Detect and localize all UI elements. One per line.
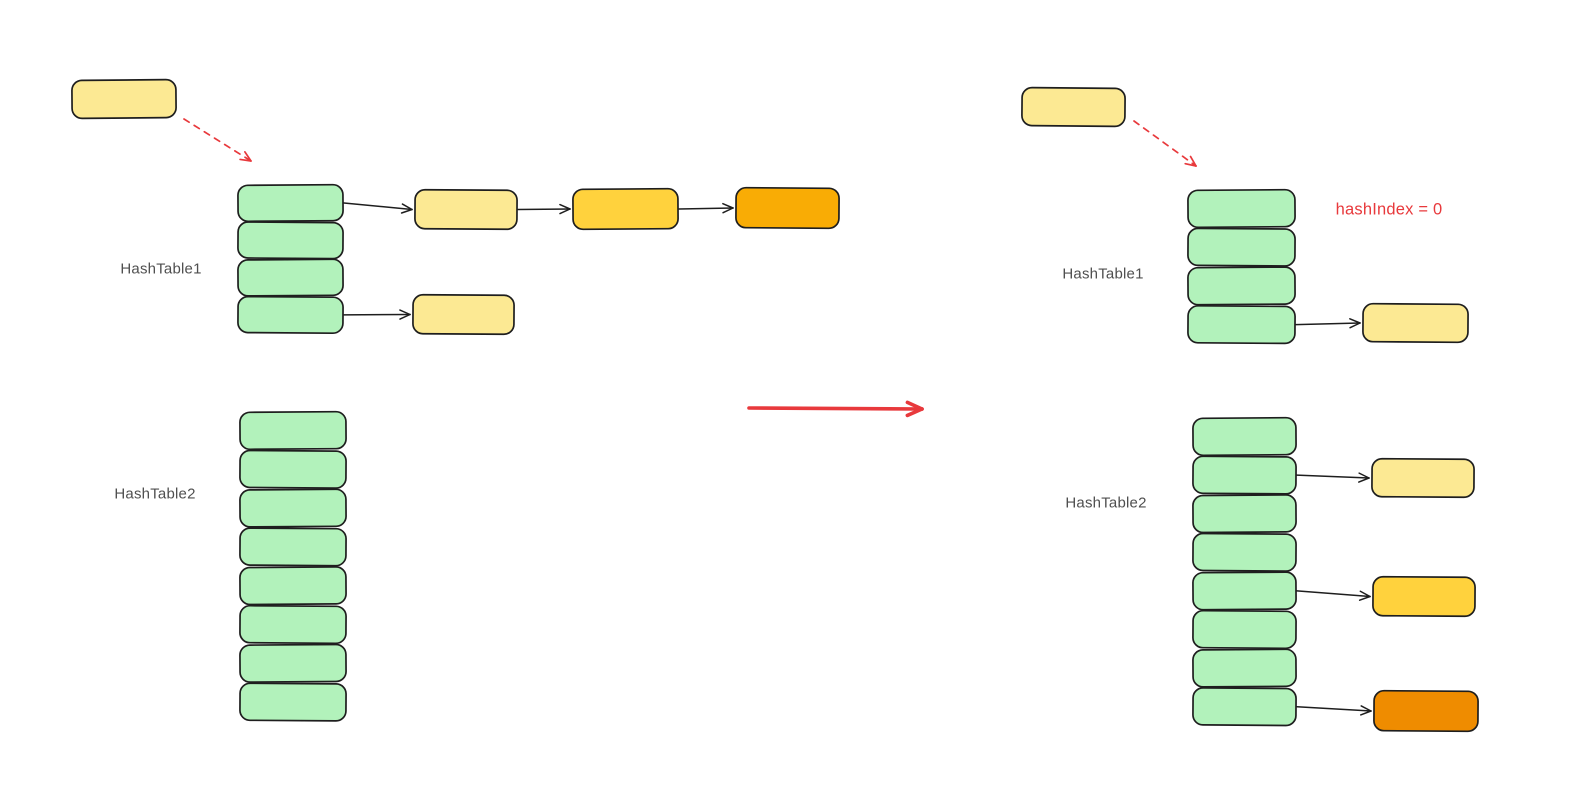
chain-pointer-arrow (1296, 705, 1372, 716)
hashtable2-left-slot (239, 566, 347, 606)
chain-pointer-arrow (1296, 590, 1371, 601)
hashtable2-right-slot (1192, 687, 1297, 727)
hashtable1-left-slot (237, 258, 344, 297)
hashtable2-left-slot (239, 449, 347, 489)
key-box-right (1021, 86, 1126, 128)
chain-pointer-arrow (517, 203, 571, 215)
hashtable2-left-slot (239, 410, 347, 451)
hashtable1-left-chain-node (572, 187, 679, 231)
hashtable2-right-chain-node (1371, 457, 1475, 499)
hashtable1-left-chain-node (412, 293, 515, 336)
hashtable2-right-slot (1192, 609, 1297, 650)
hashtable2-right-slot (1192, 532, 1297, 572)
chain-pointer-arrow (1295, 318, 1361, 329)
rehash-transition-arrow (747, 400, 924, 418)
hashtable1-label-right: HashTable1 (1062, 265, 1144, 283)
hash-assign-arrow-left (183, 118, 252, 162)
hashtable1-left-chain-node (414, 188, 518, 231)
hashtable2-left-slot (239, 643, 347, 683)
hashtable2-label-left: HashTable2 (114, 485, 196, 503)
hashtable1-left-slot (237, 183, 344, 223)
hashtable2-right-chain-node (1373, 689, 1479, 733)
hashtable2-right-slot (1192, 571, 1297, 611)
chain-pointer-arrow (343, 309, 411, 320)
hashtable1-right-slot (1187, 188, 1296, 229)
hashtable2-right-slot (1192, 494, 1297, 534)
hashtable1-right-chain-node (1362, 302, 1469, 344)
hashtable1-right-slot (1187, 266, 1296, 306)
hashtable1-left-slot (237, 221, 344, 260)
hashindex-annotation: hashIndex = 0 (1335, 200, 1443, 219)
hashtable1-left-chain-node (735, 186, 840, 230)
hashtable2-left-slot (239, 527, 347, 567)
hashtable1-right-slot (1187, 227, 1296, 267)
hash-assign-arrow-right (1133, 120, 1197, 167)
hashtable2-right-chain-node (1372, 575, 1476, 618)
chain-pointer-arrow (1296, 472, 1370, 483)
hashtable2-right-slot (1192, 648, 1297, 688)
hashtable2-left-slot (239, 682, 347, 722)
hashtable1-left-slot (237, 295, 344, 335)
key-box-left (71, 78, 177, 120)
hashtable1-right-slot (1187, 304, 1296, 345)
hashtable1-label-left: HashTable1 (120, 260, 202, 278)
chain-pointer-arrow (343, 202, 413, 214)
chain-pointer-arrow (678, 202, 734, 214)
hashtable2-label-right: HashTable2 (1065, 494, 1147, 512)
hashtable2-right-slot (1192, 416, 1297, 457)
hashtable2-left-slot (239, 604, 347, 645)
hashtable2-right-slot (1192, 455, 1297, 495)
hashtable2-left-slot (239, 488, 347, 528)
